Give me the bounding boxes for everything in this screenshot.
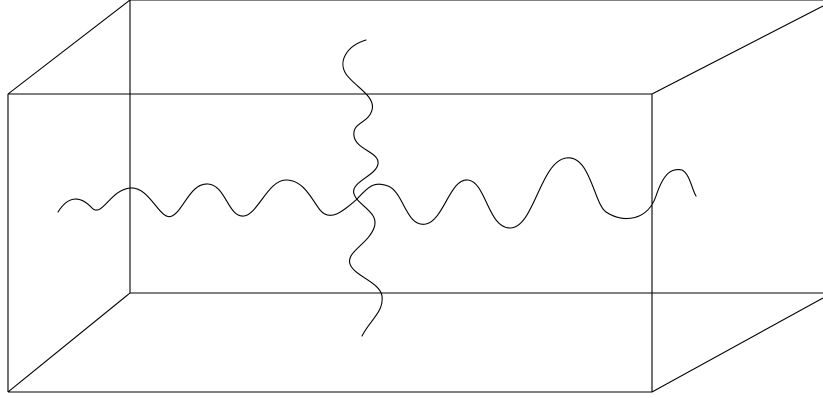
bottom-left-connector <box>8 293 130 392</box>
horizontal-wavy-line <box>58 158 696 228</box>
vertical-wavy-line <box>343 40 382 336</box>
top-left-connector <box>8 0 130 94</box>
top-right-connector <box>652 6 823 94</box>
box-wireframe <box>8 0 823 392</box>
bottom-right-connector <box>652 298 823 392</box>
